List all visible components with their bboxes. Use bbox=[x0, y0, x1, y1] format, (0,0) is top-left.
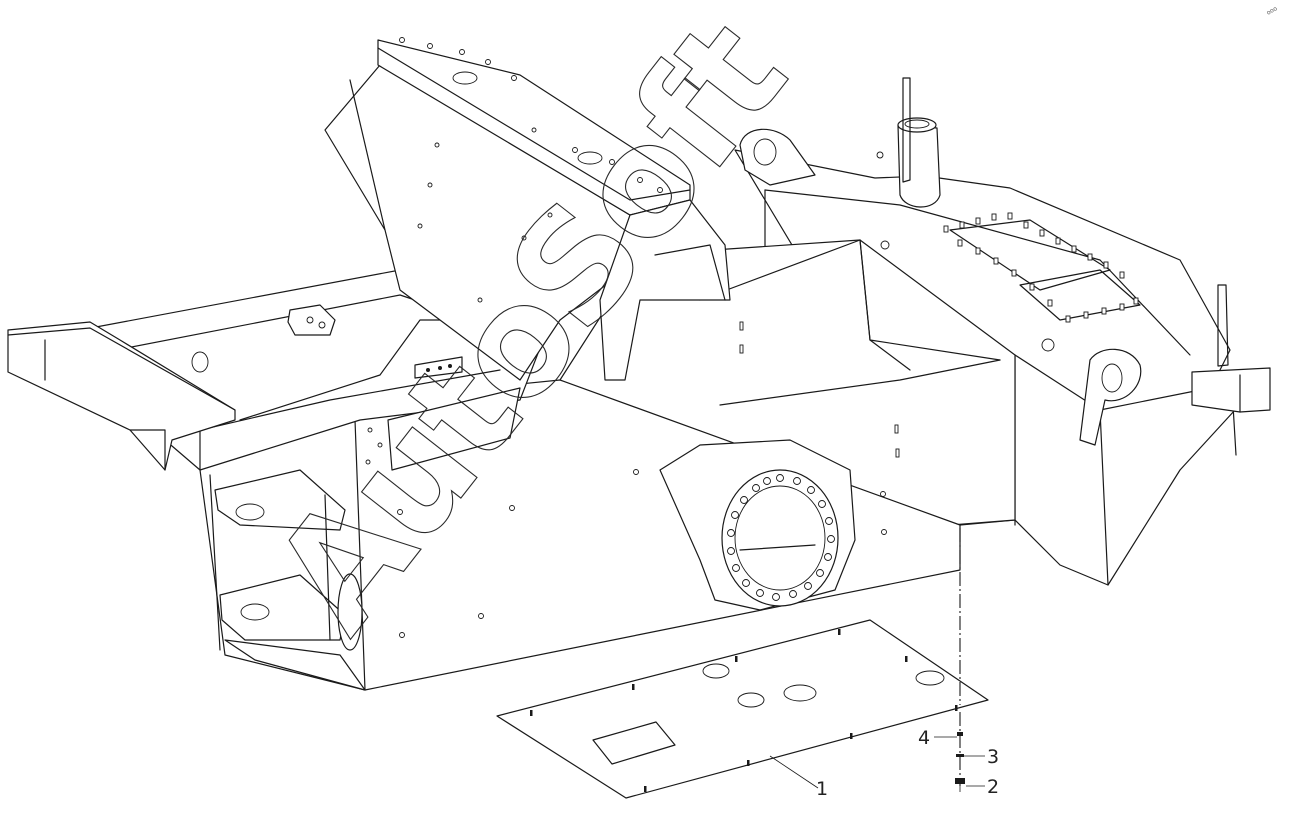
svg-text:3: 3 bbox=[987, 746, 999, 768]
svg-text:ooo: ooo bbox=[1266, 5, 1279, 17]
hatch-bolt-pattern bbox=[943, 212, 1139, 323]
ring-bolt-holes bbox=[727, 474, 835, 601]
main-frame bbox=[7, 37, 1271, 691]
svg-text:2: 2 bbox=[987, 776, 999, 798]
fastener-stack bbox=[955, 528, 965, 792]
callouts: 1 2 3 4 bbox=[769, 727, 999, 800]
svg-text:4: 4 bbox=[918, 727, 930, 749]
cover-plate-bolt-holes bbox=[530, 629, 958, 792]
callout-4: 4 bbox=[918, 727, 957, 749]
corner-mark: ooo bbox=[1266, 5, 1279, 17]
svg-text:1: 1 bbox=[816, 778, 828, 800]
callout-2: 2 bbox=[966, 776, 999, 798]
panel-holes bbox=[365, 37, 1055, 638]
callout-3: 3 bbox=[964, 746, 999, 768]
callout-1: 1 bbox=[769, 755, 828, 800]
bottom-cover-plate bbox=[496, 619, 989, 799]
